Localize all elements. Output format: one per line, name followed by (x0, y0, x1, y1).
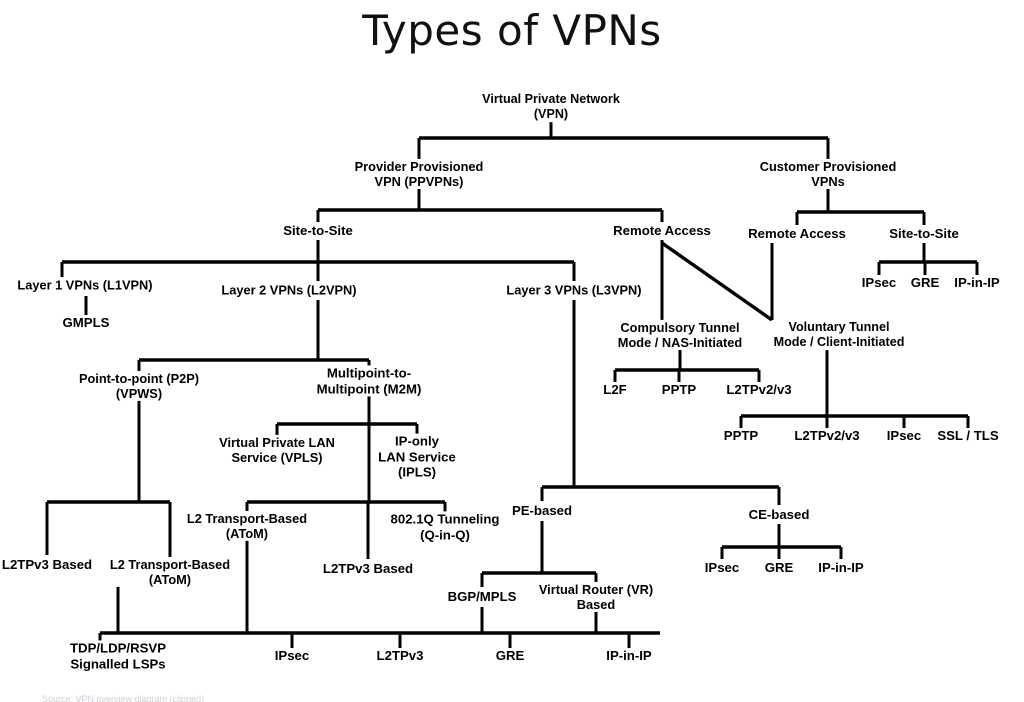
node-ppvpn: Provider Provisioned VPN (PPVPNs) (352, 158, 486, 190)
node-vr_based: Virtual Router (VR) Based (536, 581, 656, 613)
node-bgp_mpls: BGP/MPLS (445, 589, 519, 605)
node-p2p_l2tpv3: L2TPv3 Based (0, 557, 95, 573)
node-bot_gre: GRE (493, 648, 527, 664)
node-root: Virtual Private Network (VPN) (480, 92, 622, 122)
page-title: Types of VPNs (362, 6, 662, 55)
node-cp_s2s_ipinip: IP-in-IP (952, 275, 1002, 291)
node-vpls_l2tpv3: L2TPv3 Based (320, 561, 416, 577)
node-l3vpn: Layer 3 VPNs (L3VPN) (504, 282, 644, 298)
node-ce_ipsec: IPsec (702, 560, 742, 576)
node-vol_ipsec: IPsec (884, 428, 924, 444)
node-p2p_atom: L2 Transport-Based (AToM) (107, 556, 233, 588)
node-pp_s2s: Site-to-Site (281, 223, 355, 239)
node-voluntary: Voluntary Tunnel Mode / Client-Initiated (771, 320, 907, 350)
node-cp_s2s_gre: GRE (908, 275, 942, 291)
node-bot_l2tpv3: L2TPv3 (374, 648, 426, 664)
node-l1vpn: Layer 1 VPNs (L1VPN) (15, 277, 155, 293)
node-comp_l2tp: L2TPv2/v3 (724, 382, 794, 398)
node-m2m: Multipoint-to- Multipoint (M2M) (314, 365, 424, 397)
node-l2vpn: Layer 2 VPNs (L2VPN) (219, 282, 359, 298)
node-ce_based: CE-based (746, 507, 812, 523)
node-pp_ra: Remote Access (611, 223, 713, 239)
node-comp_pptp: PPTP (659, 382, 699, 398)
node-cp_ra: Remote Access (746, 226, 848, 242)
node-cp_s2s: Site-to-Site (887, 226, 961, 242)
node-qinq: 802.1Q Tunneling (Q-in-Q) (388, 511, 502, 543)
node-vol_l2tp: L2TPv2/v3 (792, 428, 862, 444)
footer-caption: Source: VPN overview diagram (clipped) (42, 694, 205, 702)
node-vpls: Virtual Private LAN Service (VPLS) (217, 434, 337, 466)
node-tdp_ldp: TDP/LDP/RSVP Signalled LSPs (68, 640, 168, 672)
node-pe_based: PE-based (509, 503, 575, 519)
node-ce_ipinip: IP-in-IP (816, 560, 866, 576)
node-bot_ipsec: IPsec (272, 648, 312, 664)
node-cpvpn: Customer Provisioned VPNs (757, 158, 899, 190)
node-comp_l2f: L2F (601, 382, 629, 398)
node-vol_pptp: PPTP (721, 428, 761, 444)
node-vpls_atom: L2 Transport-Based (AToM) (184, 510, 310, 542)
node-p2p: Point-to-point (P2P) (VPWS) (76, 370, 202, 402)
node-ipls: IP-only LAN Service (IPLS) (376, 433, 458, 481)
node-gmpls: GMPLS (60, 315, 112, 331)
edge-ppra-diagonal (661, 241, 773, 322)
node-bot_ipinip: IP-in-IP (604, 648, 654, 664)
node-vol_ssl: SSL / TLS (935, 428, 1001, 444)
node-cp_s2s_ipsec: IPsec (859, 275, 899, 291)
node-compulsory: Compulsory Tunnel Mode / NAS-Initiated (615, 319, 745, 351)
node-ce_gre: GRE (762, 560, 796, 576)
